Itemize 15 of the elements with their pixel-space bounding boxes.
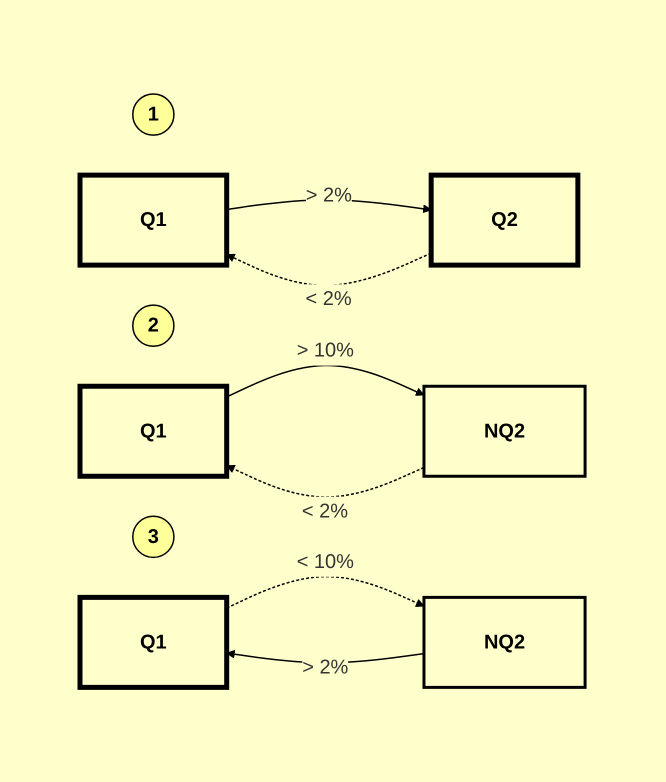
edge-label: > 2% bbox=[306, 184, 352, 207]
node-box: Q1 bbox=[78, 172, 230, 268]
node-circle: 1 bbox=[132, 94, 176, 136]
node-box: NQ2 bbox=[422, 385, 588, 478]
edge-label: > 2% bbox=[302, 656, 349, 679]
edge-label: > 10% bbox=[297, 340, 354, 362]
node-box: Q2 bbox=[429, 172, 581, 268]
node-box: Q1 bbox=[78, 384, 230, 480]
node-box: NQ2 bbox=[422, 596, 588, 690]
edge-label: < 2% bbox=[302, 500, 348, 523]
edge-label: < 2% bbox=[306, 288, 352, 311]
node-box: Q1 bbox=[78, 595, 230, 690]
edge-label: < 10% bbox=[297, 551, 354, 574]
node-circle: 2 bbox=[132, 304, 176, 348]
node-circle: 3 bbox=[132, 516, 176, 558]
